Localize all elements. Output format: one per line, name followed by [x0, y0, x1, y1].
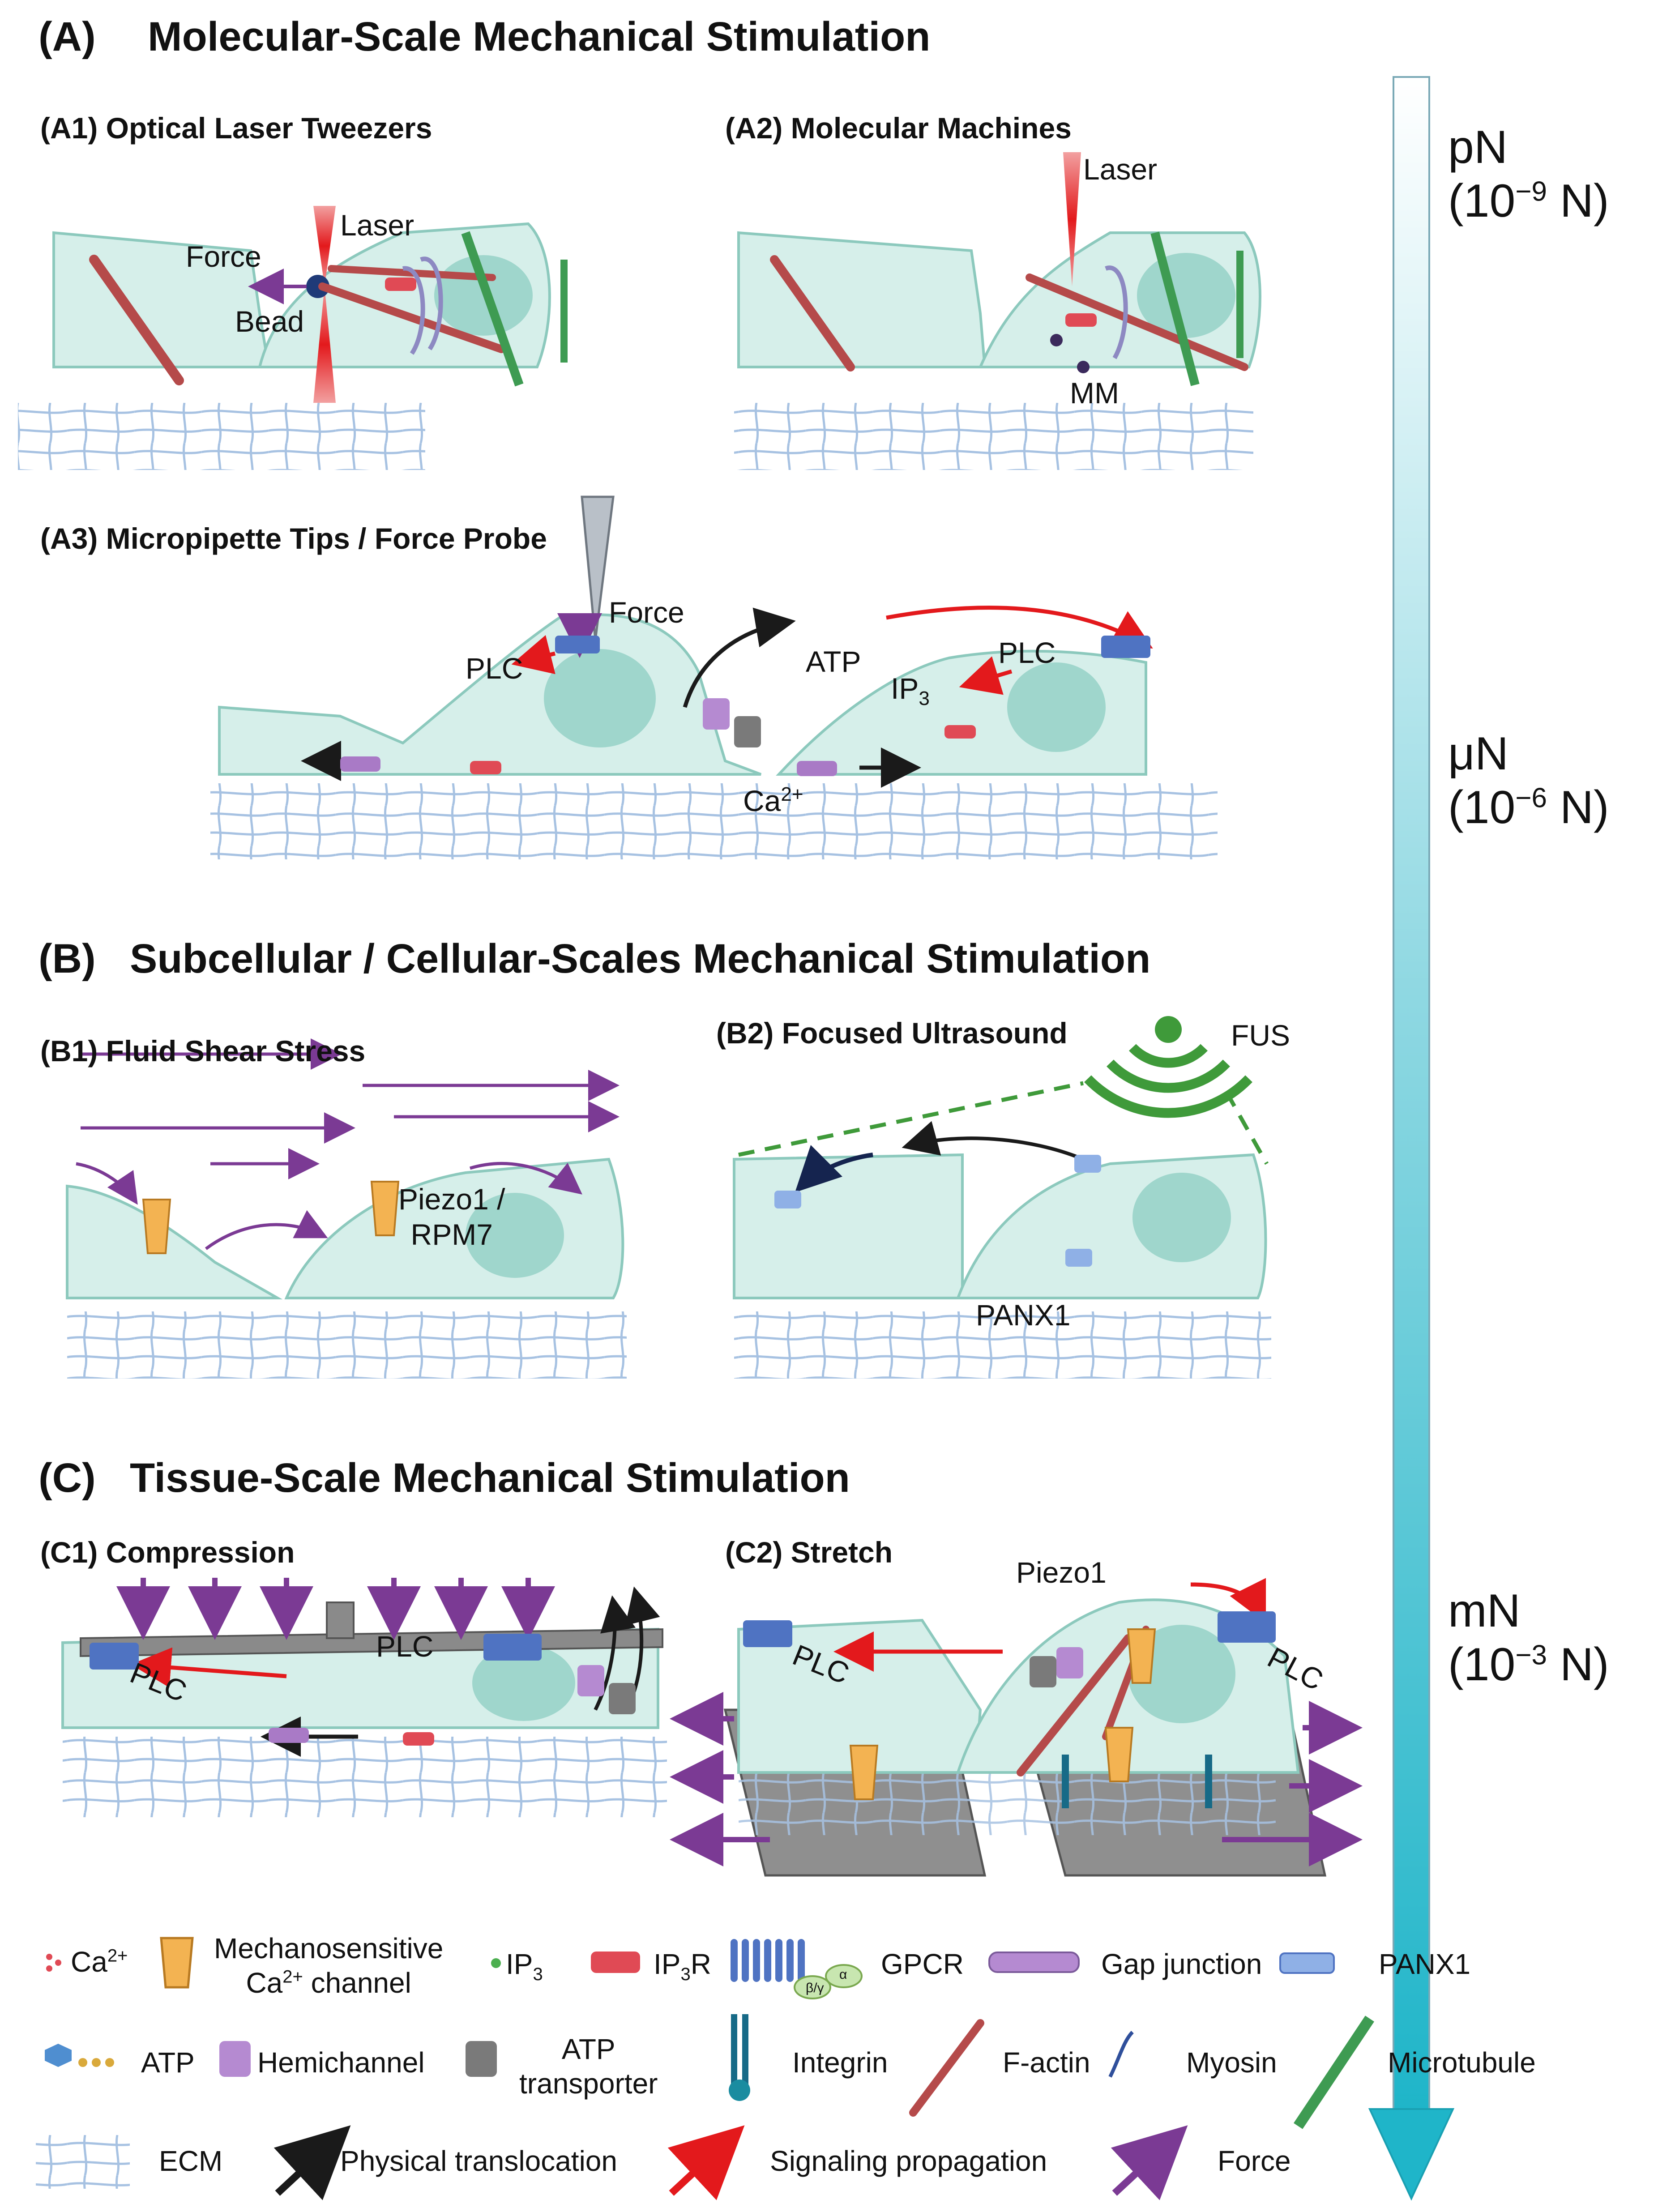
legend-mechano-label: Mechanosensitive Ca2+ channel — [214, 1932, 444, 1999]
a1-laser-label: Laser — [340, 209, 414, 242]
legend-gpcr-beta: β/γ — [806, 1981, 824, 1995]
section-a-title: Molecular-Scale Mechanical Stimulation — [148, 14, 931, 60]
a3-force-label: Force — [609, 596, 684, 629]
panel-a3-title: (A3) Micropipette Tips / Force Probe — [40, 522, 547, 555]
a3-plc-left-label: PLC — [466, 652, 523, 685]
b2-fus-label: FUS — [1231, 1019, 1290, 1052]
scale-mn-label: mN (10−3 N) — [1448, 1585, 1609, 1691]
legend-gpcr-label: GPCR — [881, 1948, 964, 1980]
legend-hemichannel-label: Hemichannel — [257, 2046, 425, 2079]
legend-icons — [36, 1937, 1374, 2200]
scale-un-label: μN (10−6 N) — [1448, 728, 1609, 833]
legend-microtubule-label: Microtubule — [1388, 2046, 1536, 2079]
legend-signaling-label: Signaling propagation — [770, 2145, 1047, 2177]
panel-c1-title: (C1) Compression — [40, 1536, 295, 1569]
c1-plc-right-label: PLC — [376, 1630, 434, 1663]
panel-b1-title: (B1) Fluid Shear Stress — [40, 1034, 366, 1068]
legend-force-arrow-icon — [1111, 2125, 1188, 2200]
panel-a1-illustration — [18, 206, 568, 470]
panel-a3-illustration — [210, 495, 1218, 859]
panel-a2-title: (A2) Molecular Machines — [725, 111, 1072, 145]
legend-ca-icon — [46, 1954, 61, 1972]
a3-atp-label: ATP — [806, 645, 861, 678]
legend-ip3r-icon — [591, 1952, 640, 1973]
legend-gap-junction-icon — [988, 1952, 1080, 1973]
legend-integrin-label: Integrin — [792, 2046, 888, 2079]
legend-gpcr-alpha: α — [839, 1967, 847, 1982]
panel-c1-illustration — [61, 1578, 667, 1817]
legend-signaling-arrow-icon — [667, 2125, 745, 2200]
scale-pn-label: pN (10−9 N) — [1448, 121, 1609, 227]
a3-ca-label: Ca2+ — [743, 783, 803, 817]
legend-ecm-icon — [36, 2135, 130, 2189]
panel-b1-illustration — [66, 1038, 627, 1379]
legend-microtubule-icon — [1294, 2016, 1374, 2129]
section-b-title: Subcellular / Cellular-Scales Mechanical… — [130, 936, 1151, 982]
a1-bead-label: Bead — [235, 305, 304, 338]
panel-a2-illustration — [734, 152, 1261, 470]
legend-mechano-channel-icon — [160, 1937, 194, 1989]
legend-factin-icon — [909, 2019, 984, 2117]
panel-b2-illustration — [733, 1016, 1271, 1379]
legend-atp-transporter-label: ATP transporter — [519, 2033, 658, 2100]
legend-ip3-icon — [491, 1958, 501, 1968]
legend-ip3-label: IP3 — [506, 1948, 543, 1984]
c2-piezo1-label: Piezo1 — [1016, 1556, 1107, 1589]
panel-a1-title: (A1) Optical Laser Tweezers — [40, 111, 432, 145]
legend-factin-label: F-actin — [1003, 2046, 1090, 2079]
legend-physical-arrow-icon — [273, 2125, 351, 2200]
legend-hemichannel-icon — [219, 2041, 251, 2077]
legend-gpcr-icon — [731, 1939, 863, 1999]
legend-force-label: Force — [1218, 2145, 1291, 2177]
section-a-letter: (A) — [38, 14, 96, 60]
legend-atp-label: ATP — [141, 2046, 195, 2079]
legend-ca-label: Ca2+ — [71, 1946, 128, 1978]
section-c-title: Tissue-Scale Mechanical Stimulation — [130, 1455, 850, 1501]
a2-laser-label: Laser — [1083, 153, 1158, 186]
b2-panx1-label: PANX1 — [976, 1298, 1071, 1332]
panel-b2-title: (B2) Focused Ultrasound — [716, 1016, 1068, 1050]
legend-ip3r-label: IP3R — [654, 1948, 711, 1984]
a3-plc-right-label: PLC — [998, 636, 1056, 669]
legend-physical-label: Physical translocation — [340, 2145, 617, 2177]
legend-panx1-label: PANX1 — [1379, 1948, 1471, 1980]
b1-piezo-label: Piezo1 /RPM7 — [398, 1183, 505, 1251]
panel-c2-title: (C2) Stretch — [725, 1536, 893, 1569]
a2-mm-label: MM — [1070, 376, 1119, 410]
legend-myosin-label: Myosin — [1186, 2046, 1277, 2079]
a3-ip3-label: IP3 — [891, 672, 930, 710]
force-scale-arrow — [1368, 76, 1455, 2201]
section-b-letter: (B) — [38, 936, 96, 982]
legend-myosin-icon — [1108, 2031, 1134, 2078]
legend-atp-transporter-icon — [466, 2041, 497, 2077]
legend-atp-icon — [45, 2044, 114, 2067]
a1-force-label: Force — [186, 240, 261, 273]
legend-panx1-icon — [1279, 1952, 1335, 1974]
legend-ecm-label: ECM — [159, 2145, 223, 2177]
legend-integrin-icon — [729, 2014, 750, 2101]
section-c-letter: (C) — [38, 1455, 96, 1501]
panel-c2-illustration — [670, 1578, 1363, 1877]
legend-gap-junction-label: Gap junction — [1101, 1948, 1262, 1980]
